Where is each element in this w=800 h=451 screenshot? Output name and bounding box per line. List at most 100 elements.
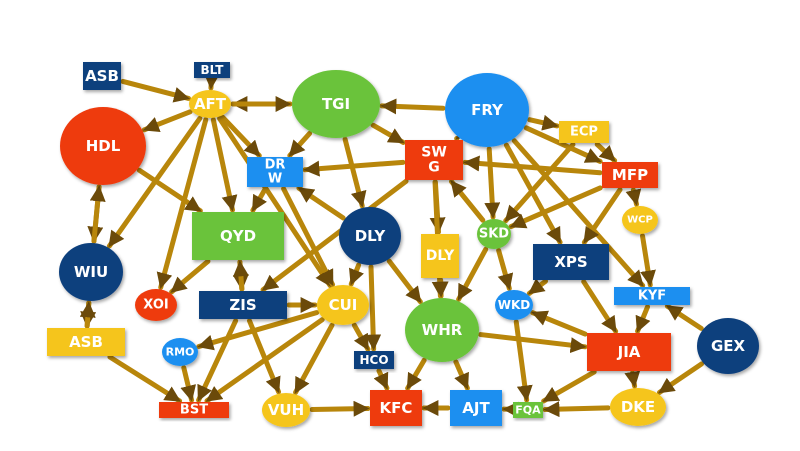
node-gex: GEX [697, 318, 759, 374]
node-label-bst: BST [180, 403, 208, 418]
edges-layer [79, 73, 705, 418]
edge-mfp-to-wcp [625, 187, 642, 207]
edge-tgi-to-swg [370, 122, 406, 145]
node-asb2: ASB [47, 328, 125, 356]
node-label-zis: ZIS [229, 296, 256, 314]
edge-xps-to-jia [581, 279, 619, 334]
edge-asb1-to-aft [120, 78, 191, 103]
edge-fry-to-mfp [523, 125, 603, 164]
node-aft: AFT [189, 90, 231, 118]
node-shape-skd [477, 219, 511, 249]
edge-wcp-to-kyf [640, 233, 656, 288]
node-shape-kfc [370, 390, 422, 426]
node-label-swg-0: SW [421, 145, 447, 161]
node-shape-mfp [602, 162, 658, 188]
node-label-dly2: DLY [426, 248, 455, 264]
edge-asb2-to-bst [107, 354, 183, 404]
node-fry: FRY [445, 73, 529, 147]
node-rmo: RMO [162, 338, 198, 366]
node-label-xps: XPS [554, 253, 587, 271]
edge-aft-to-drw [220, 114, 262, 159]
edge-wkd-to-fqa [513, 319, 533, 403]
node-xps: XPS [533, 244, 609, 280]
edge-kyf-to-jia [635, 304, 651, 334]
edge-whr-to-kfc [405, 357, 427, 391]
node-shape-asb1 [83, 62, 121, 90]
node-qyd: QYD [192, 212, 284, 260]
node-label-wiu: WIU [74, 263, 108, 281]
edge-rmo-to-bst [180, 365, 196, 403]
node-label-skd: SKD [479, 227, 509, 242]
node-label-vuh: VUH [268, 401, 304, 419]
edge-mfp-to-skd [508, 185, 603, 230]
node-label-wkd: WKD [498, 298, 531, 312]
node-shape-dly1 [339, 207, 401, 265]
node-dly1: DLY [339, 207, 401, 265]
edge-zis-to-bst [196, 318, 239, 403]
node-kfc: KFC [370, 390, 422, 426]
edge-cui-to-hco [351, 322, 371, 352]
node-shape-dke [610, 388, 666, 426]
edge-ecp-to-mfp [594, 141, 618, 164]
node-fqa: FQA [513, 402, 543, 418]
node-shape-kyf [614, 287, 690, 305]
node-shape-swg [405, 140, 463, 180]
edge-whr-to-ajt [453, 359, 470, 391]
node-shape-blt [194, 62, 230, 78]
node-vuh: VUH [262, 393, 310, 427]
node-shape-hco [354, 351, 394, 369]
node-label-mfp: MFP [612, 166, 648, 184]
node-shape-zis [199, 291, 287, 319]
node-label-asb1: ASB [85, 67, 119, 85]
node-label-aft: AFT [194, 95, 227, 113]
node-shape-xoi [135, 289, 177, 321]
node-hdl: HDL [60, 107, 146, 185]
edge-vuh-to-kfc [309, 400, 371, 417]
edge-fry-to-xps [503, 142, 563, 245]
node-shape-fqa [513, 402, 543, 418]
node-label-rmo: RMO [166, 346, 195, 359]
node-shape-wiu [59, 243, 123, 301]
edge-fry-to-kyf [511, 138, 646, 289]
edge-wiu-to-hdl [89, 184, 106, 244]
edge-aft-to-xoi [156, 117, 209, 290]
node-shape-vuh [262, 393, 310, 427]
node-shape-bst [159, 402, 229, 418]
node-shape-ajt [450, 390, 502, 426]
node-label-fry: FRY [471, 101, 504, 119]
node-wiu: WIU [59, 243, 123, 301]
node-label-kyf: KYF [638, 289, 666, 304]
node-wcp: WCP [622, 206, 658, 234]
edge-zis-to-qyd [232, 259, 249, 292]
node-kyf: KYF [614, 287, 690, 305]
edge-tgi-to-dly1 [342, 136, 367, 209]
edge-asb2-to-wiu [79, 300, 96, 329]
node-xoi: XOI [135, 289, 177, 321]
node-blt: BLT [194, 62, 230, 78]
edge-ecp-to-skd [503, 141, 576, 224]
node-swg: SWG [405, 140, 463, 180]
edge-skd-to-wkd [496, 247, 514, 291]
edge-dke-to-fqa [542, 401, 611, 418]
edge-aft-to-cui [217, 115, 333, 289]
node-shape-ecp [559, 121, 609, 143]
node-label-asb2: ASB [69, 333, 103, 351]
node-label-wcp: WCP [627, 215, 653, 226]
edge-skd-to-swg [448, 179, 486, 223]
node-shape-drw [247, 157, 303, 187]
node-label-fqa: FQA [515, 404, 541, 417]
edge-dly1-to-drw [296, 185, 346, 221]
node-jia: JIA [587, 333, 671, 371]
edge-cui-to-vuh [293, 322, 335, 395]
node-asb1: ASB [83, 62, 121, 90]
node-dly2: DLY [421, 234, 459, 278]
node-label-kfc: KFC [380, 399, 413, 417]
edge-qyd-to-xoi [169, 258, 211, 295]
edge-cui-to-rmo [196, 310, 320, 351]
node-shape-wkd [495, 290, 533, 320]
node-tgi: TGI [292, 70, 380, 138]
edge-skd-to-whr [456, 246, 489, 302]
node-ajt: AJT [450, 390, 502, 426]
node-label-whr: WHR [422, 321, 463, 339]
node-label-hdl: HDL [86, 137, 121, 155]
